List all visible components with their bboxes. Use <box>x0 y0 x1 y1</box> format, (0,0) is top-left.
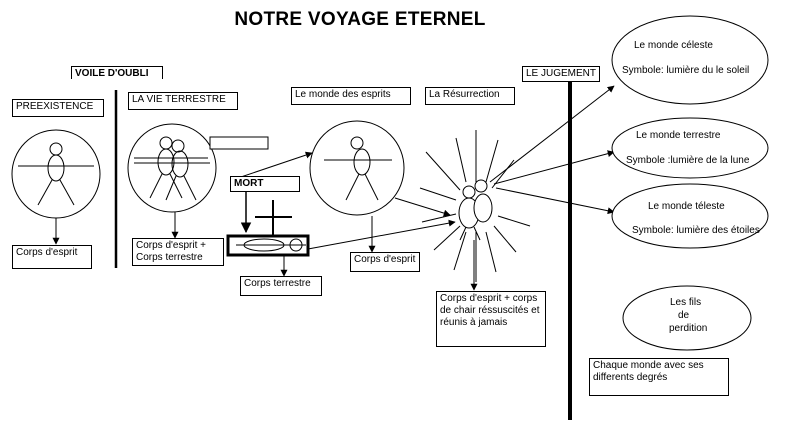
veil-label: VOILE D'OUBLI <box>71 66 163 79</box>
perdition-ellipse <box>622 285 752 351</box>
celestial-world-symbol: Symbole: lumière du le soleil <box>622 65 750 76</box>
perdition-line-2: de <box>678 310 690 321</box>
arrow-coffin-to-resurrection <box>307 219 456 250</box>
celestial-world-ellipse <box>611 15 769 105</box>
cross-icon <box>255 200 292 238</box>
preexistence-label: PREEXISTENCE <box>12 99 104 117</box>
resurrection-label: La Résurrection <box>425 87 515 105</box>
earth-life-label: LA VIE TERRESTRE <box>128 92 238 110</box>
earth-life-circle <box>127 123 217 213</box>
judgement-label: LE JUGEMENT <box>522 66 600 82</box>
earthly-body-note: Corps terrestre <box>240 276 322 296</box>
arrow-to-terrestrial <box>493 150 615 185</box>
resurrection-rays <box>419 130 531 282</box>
blank-box <box>209 136 269 150</box>
spirit-body-note: Corps d'esprit <box>12 245 92 269</box>
resurrected-figures <box>458 179 493 241</box>
terrestrial-world-ellipse <box>611 117 769 179</box>
telestial-world-symbol: Symbole: lumière des étoiles <box>632 225 760 236</box>
arrow-to-telestial <box>495 187 615 215</box>
perdition-line-1: Les fils <box>670 297 702 308</box>
arrow-to-celestial <box>489 85 615 183</box>
degrees-note: Chaque monde avec ses differents degrés <box>589 358 729 396</box>
arrow-to-spirit-world <box>231 151 313 181</box>
celestial-world-name: Le monde céleste <box>634 40 713 51</box>
terrestrial-world-symbol: Symbole :lumière de la lune <box>626 155 750 166</box>
resurrected-body-note: Corps d'esprit + corps de chair réssusci… <box>436 291 546 347</box>
telestial-world-name: Le monde téleste <box>648 201 725 212</box>
coffin <box>226 234 310 257</box>
death-label: MORT <box>230 176 300 192</box>
spirit-world-label: Le monde des esprits <box>291 87 411 105</box>
preexistence-circle <box>11 129 101 219</box>
telestial-world-ellipse <box>611 183 769 249</box>
spirit-earth-body-note: Corps d'esprit + Corps terrestre <box>132 238 224 266</box>
terrestrial-world-name: Le monde terrestre <box>636 130 721 141</box>
spirit-body-note-2: Corps d'esprit <box>350 252 420 272</box>
arrow-spirit-to-resurrection <box>394 197 451 217</box>
diagram-title: NOTRE VOYAGE ETERNEL <box>234 9 486 30</box>
spirit-world-circle <box>309 120 405 216</box>
perdition-line-3: perdition <box>669 323 708 334</box>
